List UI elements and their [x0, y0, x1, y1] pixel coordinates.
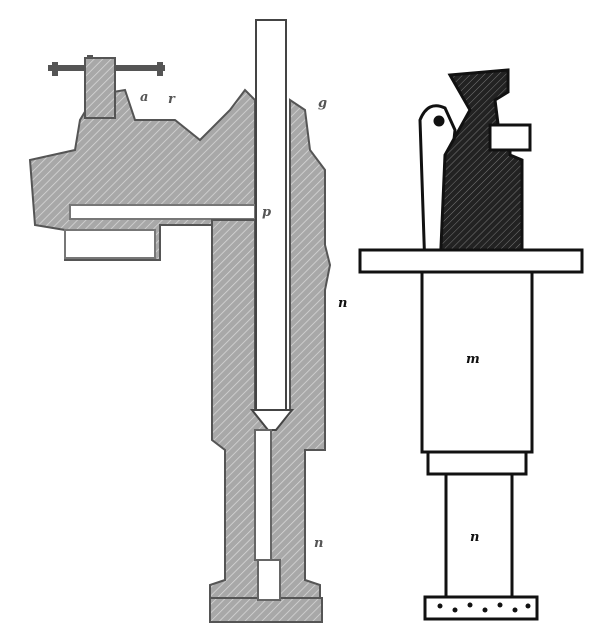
- label-m: m: [466, 352, 480, 367]
- piston-tip: [249, 409, 295, 431]
- lever-pivot: [433, 115, 445, 127]
- label-n-lower: n: [314, 536, 324, 551]
- collar: [426, 450, 528, 476]
- label-n-right: n: [470, 530, 480, 545]
- clamp-bar: [488, 123, 532, 152]
- outlet-channel: [257, 559, 281, 601]
- handwheel-hub: [84, 57, 116, 119]
- top-flange: [358, 248, 584, 274]
- cylinder-body: [209, 98, 332, 621]
- bottom-foot: [209, 597, 323, 623]
- base-holes: [437, 602, 531, 613]
- main-cylinder: [420, 270, 534, 454]
- label-g: g: [318, 96, 328, 111]
- piston-rod: [255, 19, 287, 411]
- sectional-view: [28, 19, 332, 623]
- elevation-view: [358, 68, 584, 621]
- lower-bore: [64, 229, 156, 259]
- label-p: p: [262, 205, 272, 220]
- lower-cylinder: [444, 472, 514, 600]
- horizontal-passage: [69, 204, 256, 220]
- base-plate: [423, 595, 539, 621]
- lower-channel: [254, 429, 272, 561]
- label-a: a: [140, 90, 149, 105]
- lever-arm: [418, 104, 457, 272]
- wedge-block: [438, 68, 524, 272]
- label-n-side: n: [338, 296, 348, 311]
- label-r: r: [168, 92, 175, 107]
